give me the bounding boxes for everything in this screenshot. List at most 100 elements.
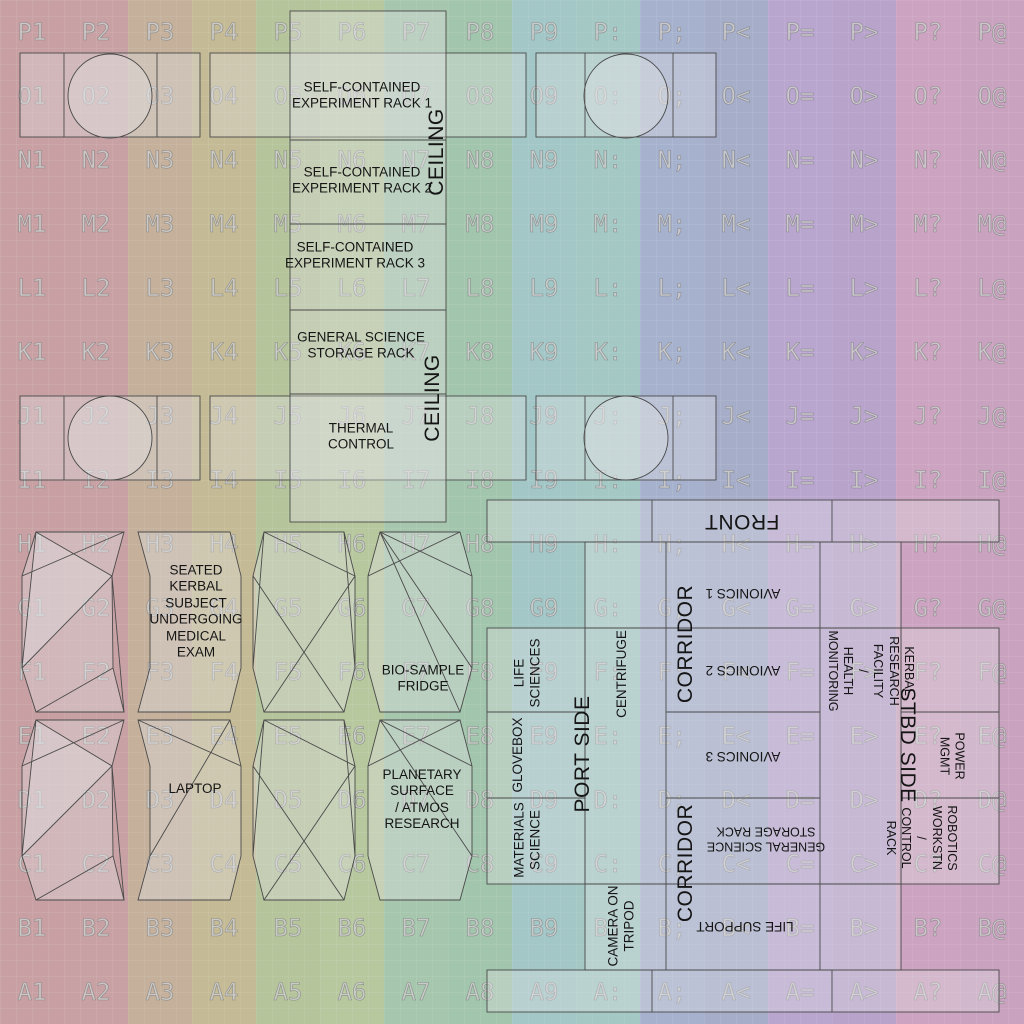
uv-cell-label: K1 <box>17 338 47 367</box>
uv-cell-label: B@ <box>977 914 1007 943</box>
uv-cell-label: P7 <box>384 0 448 64</box>
uv-cell-label: D? <box>896 768 960 832</box>
uv-cell-label: L8 <box>465 274 495 303</box>
uv-cell-label: H> <box>832 512 896 576</box>
avionics-3-label: AVIONICS 3 <box>705 749 781 765</box>
uv-cell-label: O@ <box>977 82 1007 111</box>
uv-cell-label: B= <box>768 896 832 960</box>
uv-cell-label: M1 <box>17 210 47 239</box>
uv-cell-label: E= <box>768 704 832 768</box>
ceiling-label-2: CEILING <box>421 354 445 442</box>
uv-cell-label: E> <box>832 704 896 768</box>
uv-cell-label: P9 <box>529 18 559 47</box>
uv-cell-label: P4 <box>209 18 239 47</box>
window-panel-mid-left <box>19 395 201 481</box>
uv-cell-label: H8 <box>465 530 495 559</box>
uv-cell-label: L9 <box>529 274 559 303</box>
uv-cell-label: D7 <box>384 768 448 832</box>
uv-cell-label: K3 <box>145 338 175 367</box>
uv-cell-label: E; <box>640 704 704 768</box>
uv-cell-label: O5 <box>256 64 320 128</box>
uv-cell-label: A? <box>896 960 960 1024</box>
uv-cell-label: J4 <box>192 384 256 448</box>
uv-cell-label: C> <box>832 832 896 896</box>
uv-cell-label: A= <box>768 960 832 1024</box>
uv-cell-label: N5 <box>273 146 303 175</box>
uv-cell-label: P3 <box>145 18 175 47</box>
uv-cell-label: H; <box>640 512 704 576</box>
uv-cell-label: N? <box>913 146 943 175</box>
uv-cell-label: N2 <box>81 146 111 175</box>
uv-cell-label: K< <box>721 338 751 367</box>
uv-cell-label: B< <box>704 896 768 960</box>
uv-cell-label: P: <box>593 18 623 47</box>
uv-cell-label: P8 <box>465 18 495 47</box>
uv-cell-label: D6 <box>320 768 384 832</box>
uv-cell-label: E7 <box>384 704 448 768</box>
uv-cell-label: M8 <box>465 210 495 239</box>
uv-cell-label: D; <box>640 768 704 832</box>
window-panel-top-right <box>535 52 717 139</box>
uv-cell-label: B3 <box>145 914 175 943</box>
uv-cell-label: M= <box>785 210 815 239</box>
uv-cell-label: G6 <box>320 576 384 640</box>
uv-cell-label: J> <box>849 402 879 431</box>
uv-cell-label: E3 <box>128 704 192 768</box>
uv-cell-label: J2 <box>64 384 128 448</box>
uv-cell-label: F7 <box>384 640 448 704</box>
uv-cell-label: B; <box>640 896 704 960</box>
rack-column <box>289 10 447 523</box>
window-panel-top-left <box>19 52 201 139</box>
color-band <box>320 0 384 1024</box>
uv-cell-label: N3 <box>145 146 175 175</box>
uv-cell-label: D8 <box>465 786 495 815</box>
uv-cell-label: L7 <box>384 256 448 320</box>
uv-cell-label: B8 <box>465 914 495 943</box>
uv-cell-label: N: <box>593 146 623 175</box>
uv-cell-label: D9 <box>512 768 576 832</box>
uv-cell-label: E8 <box>465 722 495 751</box>
uv-cell-label: K8 <box>465 338 495 367</box>
uv-cell-label: C? <box>896 832 960 896</box>
uv-cell-label: G; <box>640 576 704 640</box>
uv-cell-label: F< <box>704 640 768 704</box>
floor-plan-block <box>486 499 1000 1013</box>
uv-cell-label: G4 <box>192 576 256 640</box>
uv-cell-label: F: <box>576 640 640 704</box>
uv-cell-label: H? <box>913 530 943 559</box>
uv-cell-label: L: <box>593 274 623 303</box>
uv-cell-label: H6 <box>337 530 367 559</box>
uv-cell-label: I? <box>913 466 943 495</box>
uv-cell-label: E6 <box>337 722 367 751</box>
uv-cell-label: I> <box>849 466 879 495</box>
uv-cell-label: A: <box>576 960 640 1024</box>
uv-cell-label: O< <box>721 82 751 111</box>
uv-cell-label: A9 <box>512 960 576 1024</box>
uv-cell-label: G2 <box>64 576 128 640</box>
uv-cell-label: P5 <box>273 18 303 47</box>
uv-cell-label: C@ <box>960 832 1024 896</box>
color-band <box>960 0 1024 1024</box>
uv-cell-label: D= <box>768 768 832 832</box>
uv-cell-label: N1 <box>17 146 47 175</box>
uv-cell-label: D4 <box>192 768 256 832</box>
uv-cell-label: A3 <box>145 978 175 1007</box>
uv-cell-label: F= <box>768 640 832 704</box>
uv-cell-label: A@ <box>960 960 1024 1024</box>
uv-cell-label: A< <box>704 960 768 1024</box>
uv-cell-label: I< <box>721 466 751 495</box>
uv-cell-label: O3 <box>128 64 192 128</box>
uv-cell-label: C9 <box>512 832 576 896</box>
uv-cell-label: L= <box>785 274 815 303</box>
uv-cell-label: M; <box>657 210 687 239</box>
uv-cell-label: A1 <box>17 978 47 1007</box>
uv-cell-label: O; <box>640 64 704 128</box>
uv-cell-label: P6 <box>320 0 384 64</box>
uv-cell-label: M4 <box>209 210 239 239</box>
uv-cell-label: A; <box>640 960 704 1024</box>
